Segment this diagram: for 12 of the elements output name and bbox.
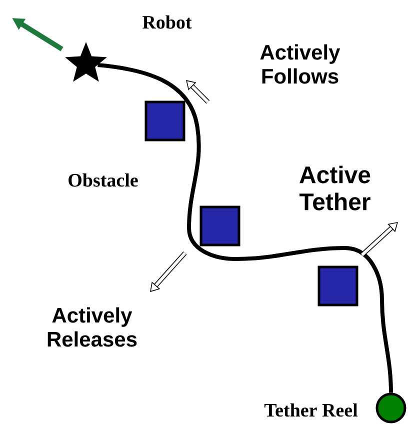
- robot-star: [65, 42, 107, 82]
- annotation-label: Actively Follows: [260, 44, 340, 84]
- edge-label: Active Tether: [299, 166, 370, 210]
- obstacle-square: [144, 100, 186, 142]
- node-caption: Tether Reel: [264, 403, 358, 417]
- tether-line: [98, 63, 393, 393]
- annotation-label: Actively Releases: [48, 307, 137, 347]
- node-caption: Obstacle: [68, 173, 138, 187]
- obstacle-square: [318, 266, 358, 306]
- tether-reel-circle: [376, 392, 406, 424]
- node-caption: Robot: [142, 15, 192, 29]
- obstacle-square: [200, 206, 240, 246]
